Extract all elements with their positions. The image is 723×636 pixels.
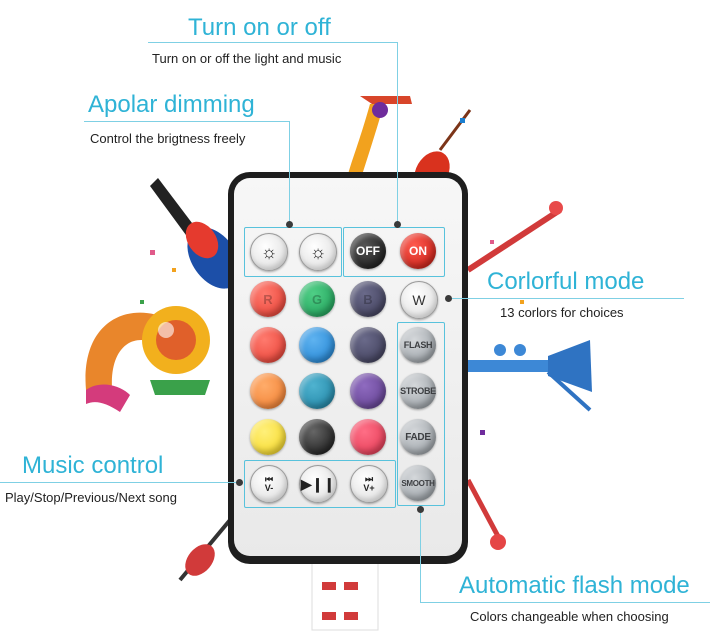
next-volume-up-button[interactable]: ⏭ V+ [350, 465, 388, 503]
play-pause-icon: ▶❙❙ [300, 476, 336, 492]
brightness-down-button[interactable]: ☼ [250, 233, 288, 271]
color-button-black[interactable] [299, 419, 335, 455]
green-button[interactable]: G [299, 281, 335, 317]
power-callout-line-v [397, 42, 398, 224]
dimming-group-box [244, 227, 342, 277]
right-guitar-icon [466, 201, 563, 273]
dimming-callout-line-v [289, 121, 290, 223]
sun-bright-icon: ☼ [309, 242, 327, 262]
previous-track-icon: ⏮ [264, 474, 274, 484]
french-horn-icon [85, 306, 210, 412]
color-button-blue-2[interactable] [299, 327, 335, 363]
colorful-callout-dot [445, 295, 452, 302]
music-callout-line-h [0, 482, 240, 483]
power-group-box [343, 227, 445, 277]
flash-callout-line-h [420, 602, 710, 603]
smooth-button[interactable]: SMOOTH [400, 465, 436, 501]
colorful-callout-title: Corlorful mode [487, 268, 645, 295]
color-button-indigo-2[interactable] [350, 327, 386, 363]
flash-mode-group-box [397, 322, 445, 506]
trumpet-icon [468, 340, 592, 412]
volume-down-label: V- [264, 483, 274, 493]
off-button[interactable]: OFF [350, 233, 386, 269]
color-button-yellow[interactable] [250, 419, 286, 455]
bottom-left-guitar-icon [178, 518, 232, 582]
flash-callout-dot [417, 506, 424, 513]
sun-dim-icon: ☼ [260, 242, 278, 262]
color-button-red-2[interactable] [250, 327, 286, 363]
volume-up-label: V+ [363, 483, 375, 493]
brightness-up-button[interactable]: ☼ [299, 233, 337, 271]
music-callout-dot [236, 479, 243, 486]
on-button[interactable]: ON [400, 233, 436, 269]
color-button-teal[interactable] [299, 373, 335, 409]
colorful-callout-line-h [452, 298, 684, 299]
piano-keys-icon [311, 559, 379, 631]
play-pause-button[interactable]: ▶❙❙ [299, 465, 337, 503]
music-control-group-box [244, 460, 396, 508]
next-track-icon: ⏭ [364, 474, 374, 484]
color-button-purple[interactable] [350, 373, 386, 409]
flash-button[interactable]: FLASH [400, 327, 436, 363]
power-callout-desc: Turn on or off the light and music [152, 51, 342, 66]
dimming-callout-line-h [84, 121, 290, 122]
flash-callout-title: Automatic flash mode [459, 572, 690, 599]
flash-callout-line-v [420, 510, 421, 603]
dimming-callout-dot [286, 221, 293, 228]
saxophone-icon [348, 96, 412, 175]
dimming-callout-title: Apolar dimming [88, 91, 255, 118]
color-button-orange[interactable] [250, 373, 286, 409]
flash-callout-desc: Colors changeable when choosing [470, 609, 669, 624]
power-callout-title: Turn on or off [188, 14, 331, 41]
white-button[interactable]: W [400, 281, 438, 319]
red-button[interactable]: R [250, 281, 286, 317]
colorful-callout-desc: 13 corlors for choices [500, 305, 624, 320]
dimming-callout-desc: Control the brigtness freely [90, 131, 246, 146]
left-guitar-icon [150, 178, 241, 289]
power-callout-line-h [148, 42, 398, 43]
blue-button[interactable]: B [350, 281, 386, 317]
strobe-button[interactable]: STROBE [400, 373, 436, 409]
power-callout-dot [394, 221, 401, 228]
music-callout-title: Music control [22, 452, 164, 479]
previous-volume-down-button[interactable]: ⏮ V- [250, 465, 288, 503]
color-button-crimson[interactable] [350, 419, 386, 455]
fade-button[interactable]: FADE [400, 419, 436, 455]
music-callout-desc: Play/Stop/Previous/Next song [5, 490, 177, 505]
bottom-right-guitar-icon [465, 478, 506, 550]
